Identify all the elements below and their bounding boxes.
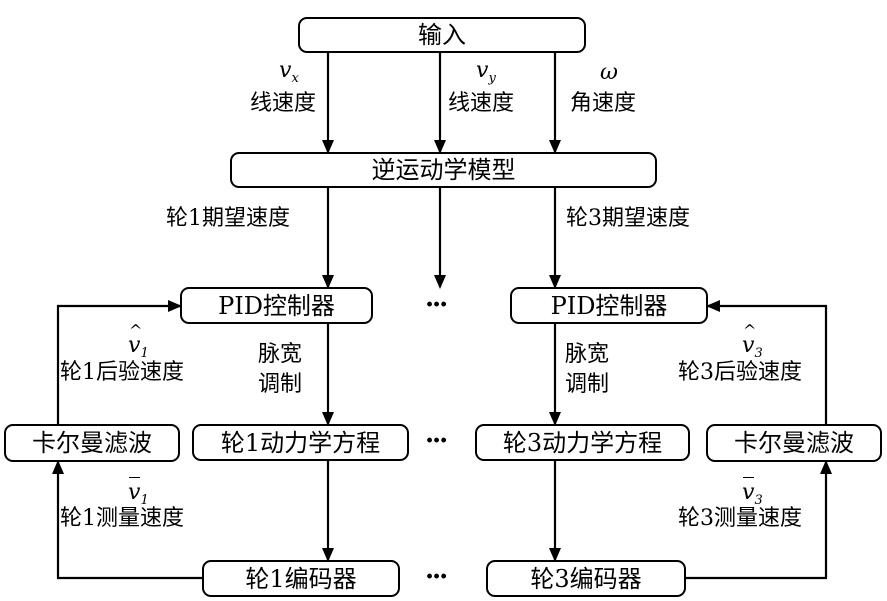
arrow-meas-1 xyxy=(52,460,202,580)
ellipsis-pid-row: ··· xyxy=(425,290,448,320)
wheel1-posterior-speed-label: 轮1后验速度 xyxy=(60,360,184,385)
pid-controller-3-box: PID控制器 xyxy=(510,287,708,324)
wheel1-encoder-box: 轮1编码器 xyxy=(202,560,400,597)
omega-symbol: ω xyxy=(600,60,618,85)
pwm-1-label-line1: 脉宽 xyxy=(258,342,303,367)
input-box: 输入 xyxy=(298,17,586,53)
posterior-v3-symbol: v3 xyxy=(742,323,763,360)
omega-label: 角速度 xyxy=(570,91,637,116)
wheel3-encoder-box: 轮3编码器 xyxy=(486,560,686,597)
wheel1-desired-speed-label: 轮1期望速度 xyxy=(166,206,290,231)
pwm-3-label-line1: 脉宽 xyxy=(565,342,610,367)
vy-symbol: vy xyxy=(476,58,496,86)
kalman-filter-1-box: 卡尔曼滤波 xyxy=(4,424,180,462)
wheel1-dynamics-box: 轮1动力学方程 xyxy=(192,424,409,461)
vx-label: 线速度 xyxy=(250,91,317,116)
wheel1-measured-speed-label: 轮1测量速度 xyxy=(60,506,184,531)
pid-controller-1-box: PID控制器 xyxy=(180,287,373,324)
kalman-filter-3-box: 卡尔曼滤波 xyxy=(706,424,882,462)
measured-v1-symbol: v1 xyxy=(128,477,149,508)
arrow-meas-3 xyxy=(686,460,832,580)
measured-v3-symbol: v3 xyxy=(742,477,763,508)
vy-label: 线速度 xyxy=(448,91,515,116)
wheel3-dynamics-box: 轮3动力学方程 xyxy=(475,424,690,461)
pwm-1-label-line2: 调制 xyxy=(258,372,303,397)
ellipsis-encoder-row: ··· xyxy=(425,562,448,592)
posterior-v1-symbol: v1 xyxy=(128,323,149,360)
wheel3-measured-speed-label: 轮3测量速度 xyxy=(678,506,802,531)
wheel3-desired-speed-label: 轮3期望速度 xyxy=(566,206,690,231)
arrow-post-1 xyxy=(56,300,182,424)
wheel3-posterior-speed-label: 轮3后验速度 xyxy=(678,360,802,385)
vx-symbol: vx xyxy=(279,58,299,86)
pwm-3-label-line2: 调制 xyxy=(565,372,610,397)
arrow-post-3 xyxy=(706,300,828,424)
inverse-kinematics-box: 逆运动学模型 xyxy=(230,152,657,188)
ellipsis-dynamics-row: ··· xyxy=(425,426,448,456)
